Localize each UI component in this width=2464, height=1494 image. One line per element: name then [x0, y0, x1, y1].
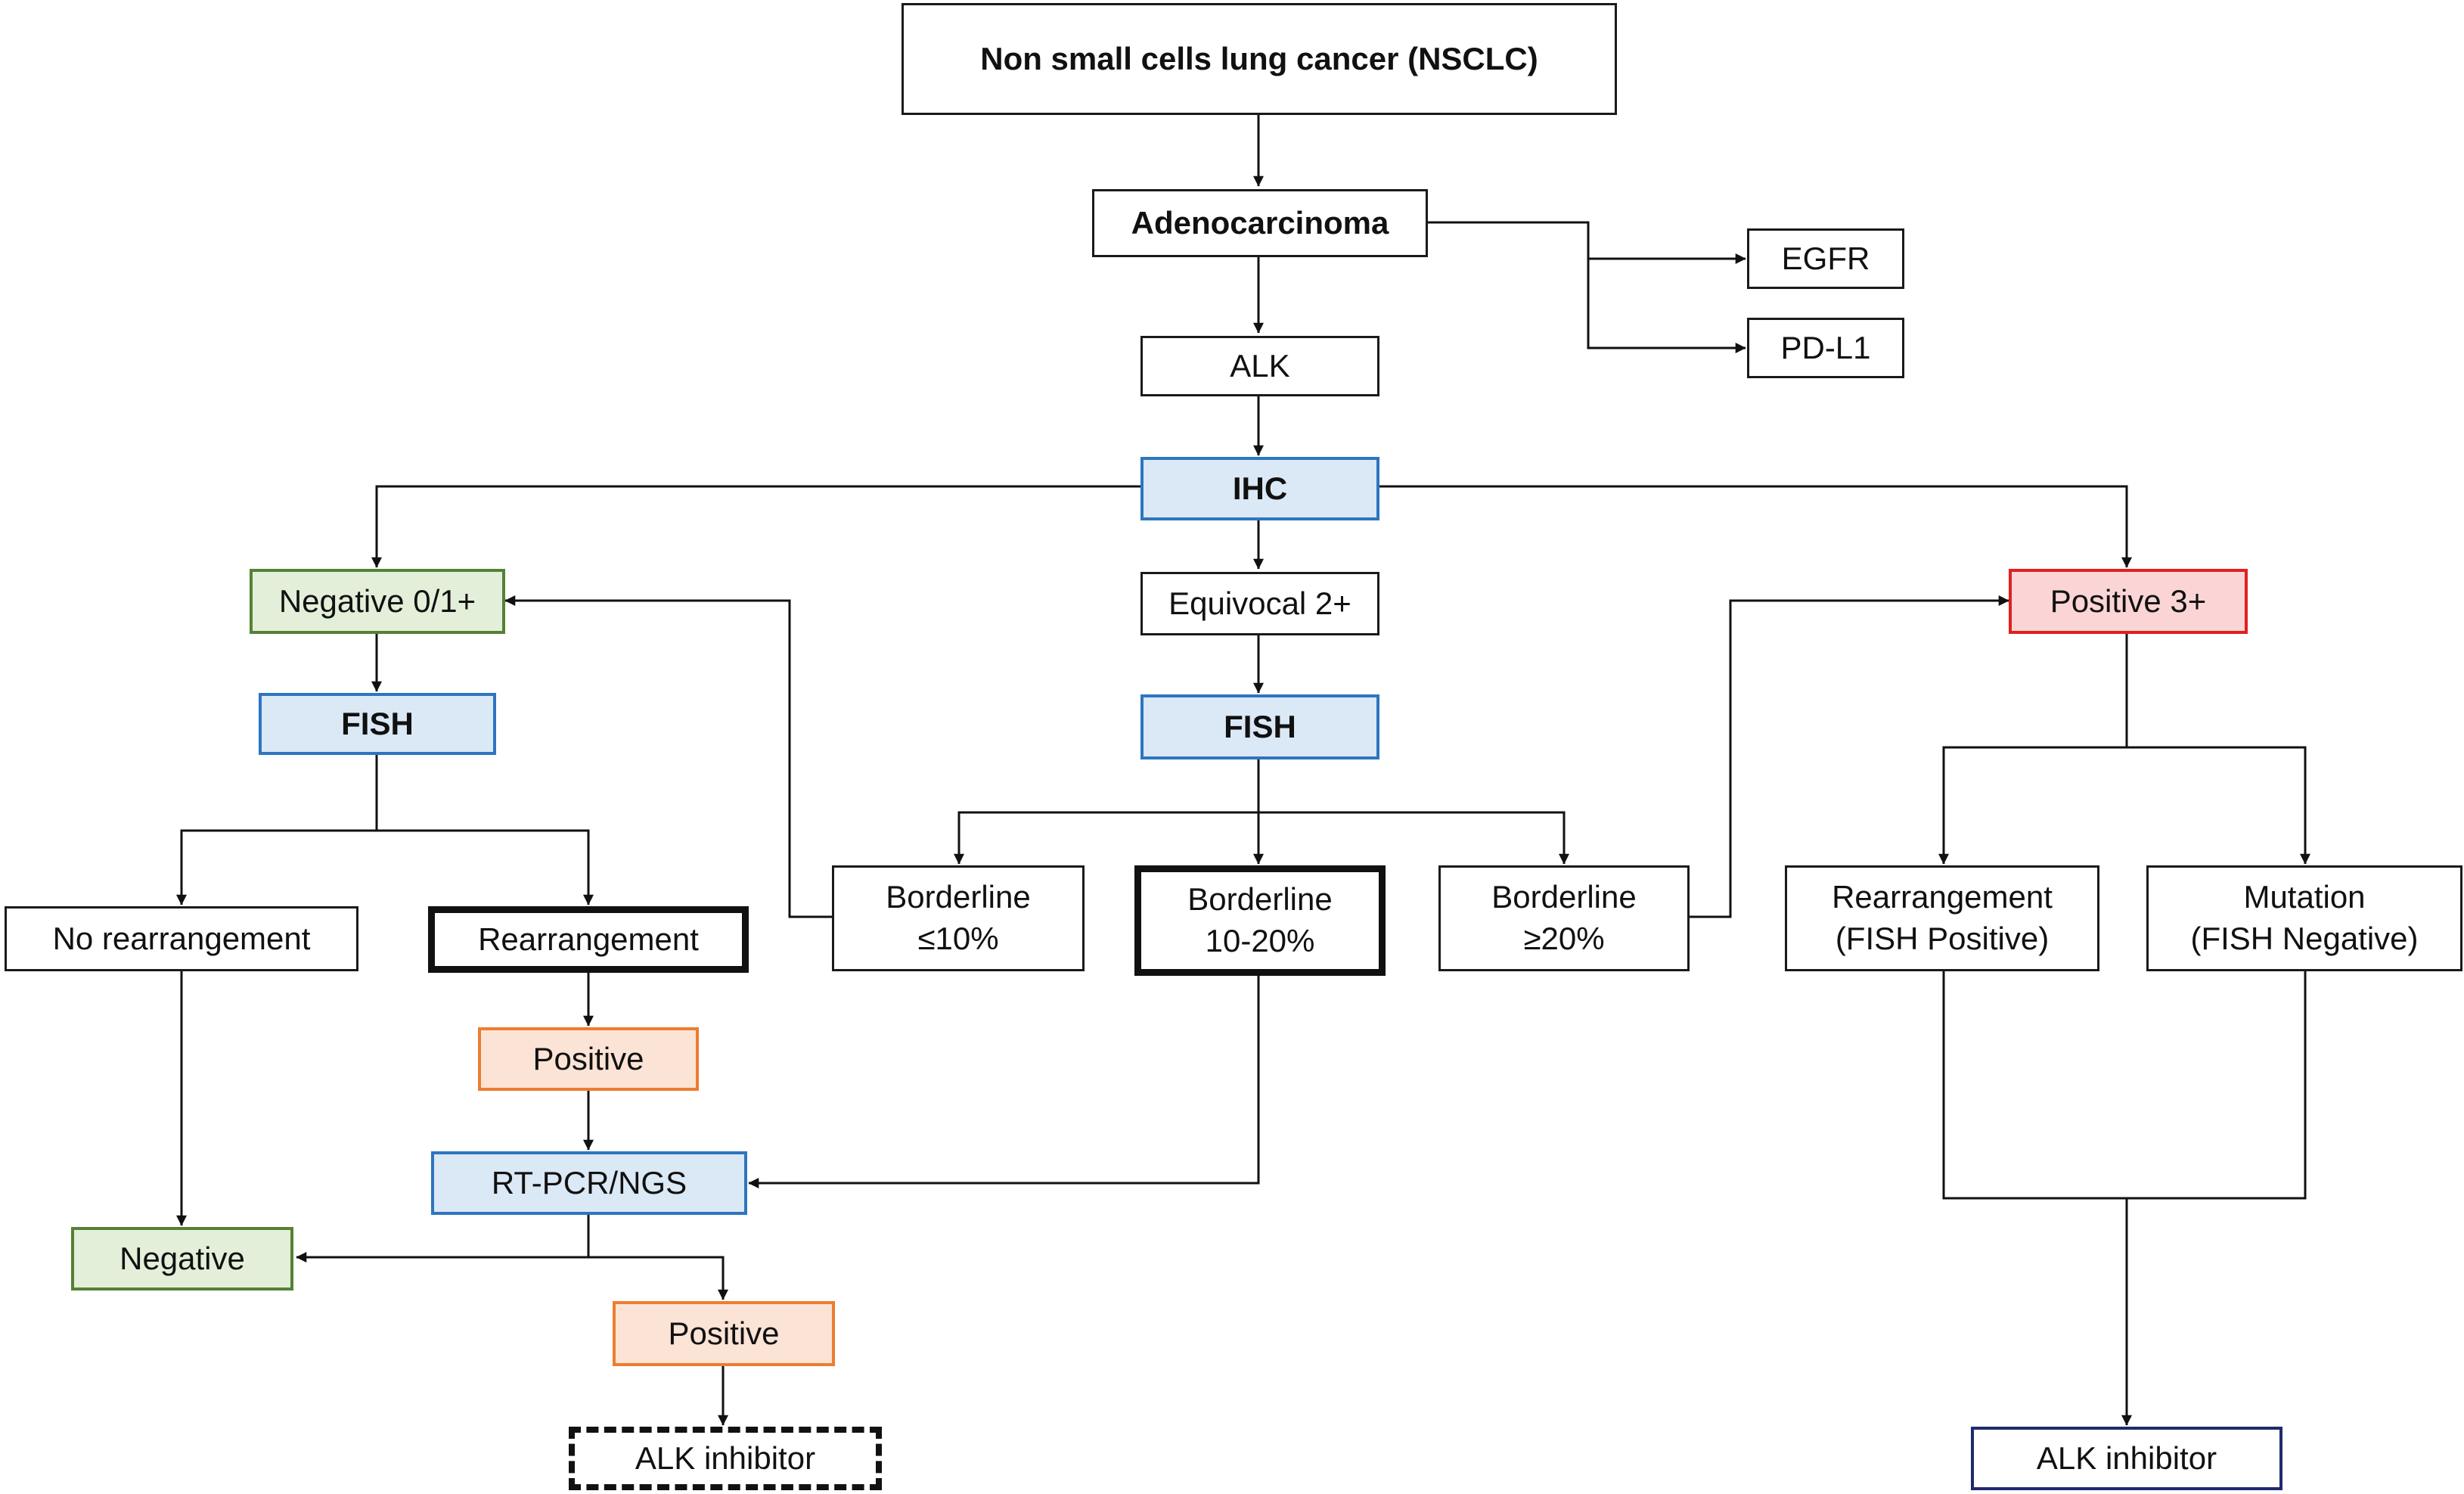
borderline-high-node: Borderline ≥20% [1438, 865, 1690, 971]
borderline-high-line2: ≥20% [1523, 921, 1605, 956]
edge-ihc-negative [371, 485, 1140, 568]
egfr-node: EGFR [1747, 228, 1904, 289]
edge-borderline-mid-rtpcr [748, 976, 1260, 1188]
edge-ihc-positive [1379, 485, 2132, 568]
borderline-mid-line2: 10-20% [1205, 923, 1315, 958]
borderline-low-node: Borderline ≤10% [832, 865, 1085, 971]
negative-0-1-node: Negative 0/1+ [250, 569, 505, 634]
no-rearrangement-node: No rearrangement [5, 906, 358, 971]
edge-fish-borderline-low [954, 811, 1258, 865]
mutation-fish-negative-node: Mutation (FISH Negative) [2146, 865, 2462, 971]
adenocarcinoma-node: Adenocarcinoma [1092, 189, 1428, 257]
nsclc-node: Non small cells lung cancer (NSCLC) [902, 3, 1617, 115]
positive-3-node: Positive 3+ [2009, 569, 2248, 634]
fish-center-node: FISH [1140, 694, 1379, 759]
alk-inhibitor-left-node: ALK inhibitor [569, 1427, 882, 1490]
edge-rearr-merge [1942, 971, 2307, 1200]
rearrangement-fish-positive-line1: Rearrangement [1832, 879, 2053, 915]
rearrangement-fish-positive-line2: (FISH Positive) [1835, 921, 2050, 956]
borderline-mid-line1: Borderline [1187, 881, 1333, 918]
negative-final-node: Negative [71, 1227, 293, 1291]
positive-after-fish-node: Positive [478, 1027, 699, 1091]
fish-left-node: FISH [259, 693, 496, 755]
borderline-mid-node: Borderline 10-20% [1134, 865, 1386, 976]
edge-fish-rearr [377, 829, 594, 905]
edge-borderline-high-positive [1690, 595, 2009, 918]
positive-after-rtpcr-node: Positive [613, 1301, 835, 1366]
edge-borderline-low-negative [504, 595, 832, 918]
borderline-low-line2: ≤10% [917, 921, 999, 956]
rearrangement-node: Rearrangement [428, 906, 749, 973]
rtpcr-ngs-node: RT-PCR/NGS [431, 1151, 747, 1215]
mutation-fish-negative-line2: (FISH Negative) [2190, 921, 2419, 956]
mutation-fish-negative-line1: Mutation [2243, 879, 2366, 915]
edge-adeno-pdl1 [1587, 259, 1746, 353]
alk-node: ALK [1140, 336, 1379, 396]
edge-fish-no-rearr [176, 829, 377, 905]
edge-adeno-egfr [1426, 221, 1746, 264]
borderline-high-line1: Borderline [1491, 879, 1637, 915]
alk-inhibitor-right-node: ALK inhibitor [1971, 1427, 2282, 1490]
ihc-node: IHC [1140, 457, 1379, 520]
edge-positive-rearr [1938, 746, 2127, 865]
borderline-low-line1: Borderline [886, 879, 1031, 915]
equivocal-2-node: Equivocal 2+ [1140, 572, 1379, 635]
edge-fish-borderline-high [1258, 811, 1569, 865]
edge-positive-mutation [2127, 746, 2310, 865]
pdl1-node: PD-L1 [1747, 318, 1904, 378]
rearrangement-fish-positive-node: Rearrangement (FISH Positive) [1785, 865, 2099, 971]
edge-rtpcr-positive [588, 1256, 728, 1300]
